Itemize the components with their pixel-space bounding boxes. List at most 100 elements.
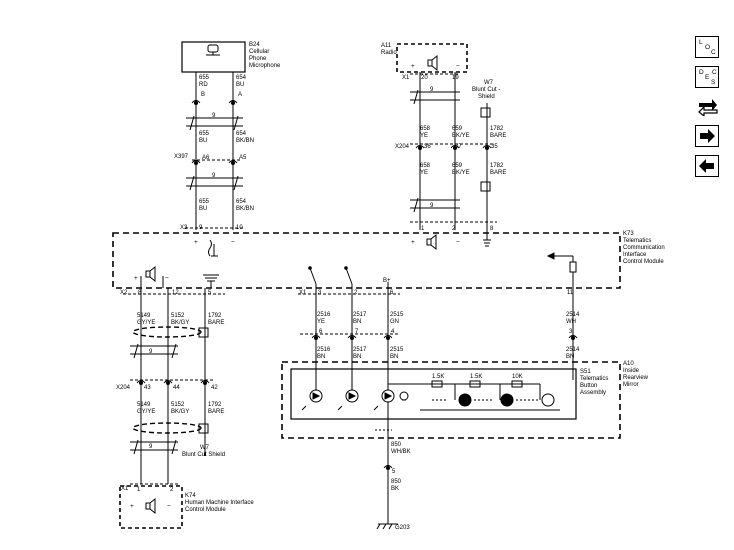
wire-label: BN (390, 354, 398, 360)
connector-mirror (300, 333, 578, 340)
wire-label: GY/YE (137, 320, 155, 326)
wire-label: GN (390, 319, 399, 325)
antenna-speaker-symbol (208, 239, 218, 257)
pin-label: 19 (452, 75, 459, 81)
shield-twist-radio-1 (410, 89, 460, 105)
wire-label: 1782 (490, 126, 504, 132)
lamp-icon (399, 391, 409, 401)
wire-label: 5149 (137, 313, 151, 319)
connector-label: X1 (121, 486, 129, 492)
wire-label: 654 (236, 75, 247, 81)
desc-letter-e: E (705, 74, 710, 81)
a10-line2: Rearview (623, 375, 649, 381)
wire-label: 2514 (566, 312, 580, 318)
connector-label: X397 (174, 154, 189, 160)
connector-label: X204 (395, 144, 410, 150)
wire-label: 2515 (390, 312, 404, 318)
switch-button-3 (516, 393, 555, 407)
minus-label: − (456, 239, 460, 246)
k74-module-box (119, 485, 183, 529)
s51-button-assembly-box (290, 368, 577, 420)
s51-line2: Button (580, 383, 597, 389)
pin-label: 3 (318, 290, 322, 296)
shield-twist-2 (186, 175, 243, 191)
pin-label: 43 (144, 385, 151, 391)
s51-ref: S51 (580, 369, 591, 375)
k74-speaker-icon (145, 497, 156, 515)
wire-label: BU (199, 138, 207, 144)
k73-module-box (112, 232, 621, 289)
connector-x204-left (130, 379, 215, 385)
wire-label: WH (566, 319, 576, 325)
next-button[interactable] (695, 125, 719, 147)
k73-line3: Interface (623, 252, 647, 258)
microphone-icon (206, 44, 220, 56)
a11-radio-box (396, 43, 468, 73)
minus-label: − (231, 239, 235, 246)
w7-shield-left-1 (198, 327, 209, 338)
wire-label: 5152 (171, 402, 185, 408)
connector-label: X204 (116, 385, 131, 391)
pin-label: 2 (452, 226, 456, 232)
shield-twist-1 (186, 115, 243, 131)
k73-line2: Communication (623, 245, 665, 251)
pin-label: 20 (421, 75, 428, 81)
k73-switch-2 (344, 266, 353, 288)
led-1-icon (301, 389, 323, 411)
wire-label: RD (199, 82, 208, 88)
pin-label: 1 (137, 487, 141, 493)
shield-twist-radio-2 (410, 197, 460, 213)
s51-line1: Telematics (580, 376, 608, 382)
resistor-3-label: 10K (512, 374, 523, 380)
desc-letter-d: D (699, 69, 704, 76)
shield-label: 9 (430, 87, 434, 93)
a10-line1: Inside (623, 368, 640, 374)
arrow-left-icon (699, 159, 714, 173)
k73-speaker-icon-2 (145, 265, 156, 283)
wire-label: 2517 (353, 312, 367, 318)
a11-ref: A11 (381, 43, 392, 49)
swap-view-button[interactable] (695, 95, 719, 117)
wire-label: 659 (452, 163, 463, 169)
k73-switch-1 (308, 266, 317, 288)
w7-top-ref: W7 (484, 80, 494, 86)
ground-g203-symbol (376, 523, 398, 530)
w7-top-line2: Blunt Cut - (472, 87, 500, 93)
wire-label: BK/YE (452, 133, 470, 139)
pin-label: 11 (567, 290, 574, 296)
wire-label: 2517 (353, 347, 367, 353)
pin-label: 4 (391, 329, 395, 335)
wire-label: BK/GY (171, 320, 189, 326)
wire-label: 654 (236, 199, 247, 205)
w7-shield-left-2 (198, 423, 209, 434)
w7-top-line3: Shield (478, 94, 495, 100)
a10-line3: Mirror (623, 382, 639, 388)
switch-button-1 (432, 393, 472, 407)
k74-ref: K74 (185, 493, 196, 499)
pin-label: 42 (211, 385, 218, 391)
b24-line1: Cellular (249, 49, 269, 55)
description-view-button[interactable]: D E S C (695, 66, 719, 88)
k73-ground-symbol (483, 230, 491, 247)
pin-label: 2 (354, 290, 358, 296)
wire-label: BN (566, 354, 574, 360)
location-view-button[interactable]: L O C (695, 36, 719, 58)
wire-label: BARE (208, 320, 224, 326)
k73-line1: Telematics (623, 238, 651, 244)
wire-label: WH/BK (391, 449, 411, 455)
wire-label: 1792 (208, 402, 222, 408)
wire-label: YE (317, 319, 325, 325)
plus-label: + (130, 503, 134, 510)
wire-label: 850 (391, 442, 402, 448)
swap-arrows-icon (698, 99, 718, 116)
previous-button[interactable] (695, 155, 719, 177)
a11-line1: Radio (381, 50, 397, 56)
pin-label: 6 (319, 329, 323, 335)
pin-label: 8 (490, 226, 494, 232)
shield-label: 9 (430, 203, 434, 209)
resistor-1 (431, 380, 443, 388)
resistor-3 (511, 380, 523, 388)
wire-label: 655 (199, 131, 210, 137)
connector-pin-a6: A6 (202, 155, 210, 161)
k74-line2: Control Module (185, 507, 226, 513)
